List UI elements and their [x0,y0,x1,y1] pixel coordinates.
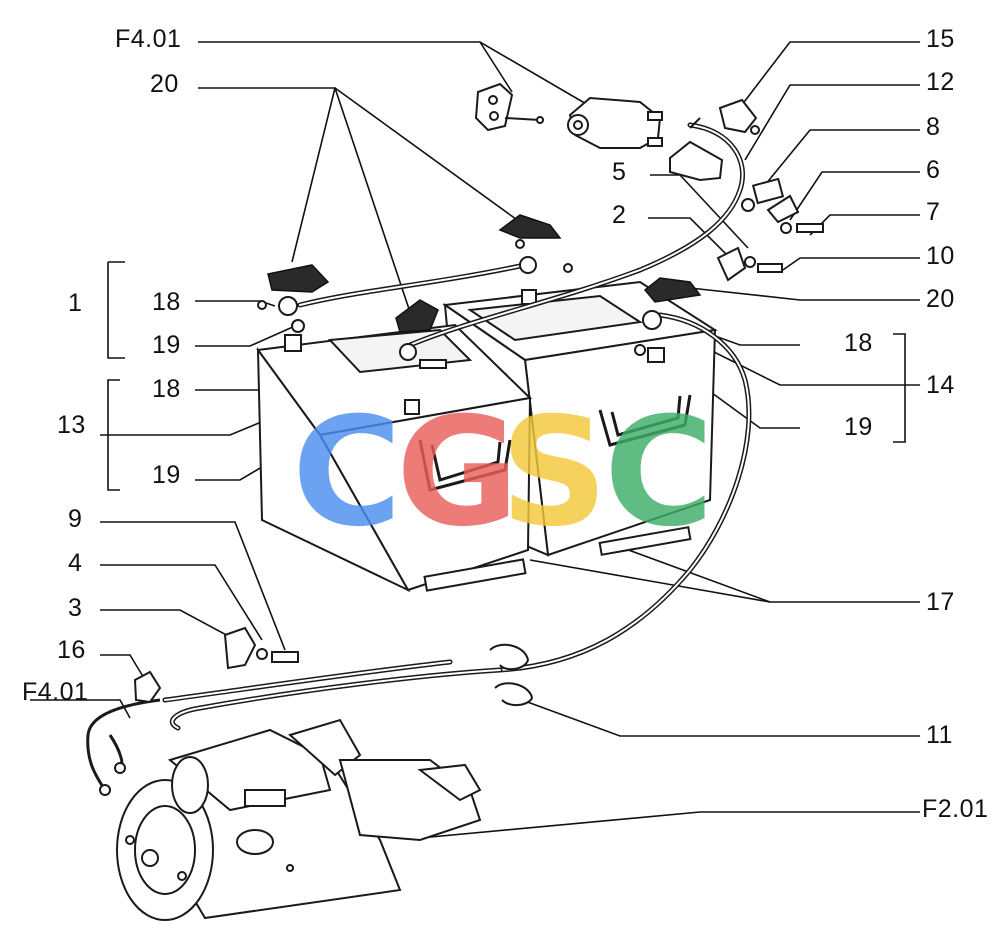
watermark-letter-2: G [396,386,520,560]
label-1: 1 [68,289,83,317]
watermark-logo: C G S C [292,386,715,560]
label-18-right: 18 [844,329,873,357]
label-15: 15 [926,25,955,53]
terminals-and-clamps [257,239,662,369]
watermark-letter-3: S [500,386,609,560]
label-13: 13 [57,411,86,439]
label-20-top: 20 [150,70,179,98]
label-f4-01-bottom: F4.01 [22,678,89,706]
label-5: 5 [612,158,627,186]
watermark-letter-4: C [604,386,715,560]
label-16: 16 [57,636,86,664]
watermark-letter-1: C [292,386,403,560]
label-10: 10 [926,242,955,270]
terminal-covers [267,214,702,333]
label-19-a: 19 [152,331,181,359]
label-6: 6 [926,156,941,184]
label-18-a: 18 [152,288,181,316]
label-3: 3 [68,594,83,622]
label-14: 14 [926,371,955,399]
starter-switch [474,82,663,149]
label-9: 9 [68,505,83,533]
label-19-right: 19 [844,413,873,441]
cables [86,122,752,791]
right-small-parts [669,98,824,282]
label-2: 2 [612,201,627,229]
label-11: 11 [926,721,953,749]
label-f4-01-top: F4.01 [115,25,182,53]
label-7: 7 [926,198,941,226]
label-20-right: 20 [926,285,955,313]
label-4: 4 [68,549,83,577]
left-small-parts [99,626,534,796]
label-18-b: 18 [152,375,181,403]
label-17: 17 [926,588,955,616]
starter-motor [116,718,482,921]
label-12: 12 [926,68,955,96]
label-19-b: 19 [152,461,181,489]
label-8: 8 [926,113,941,141]
label-f2-01: F2.01 [922,795,989,823]
